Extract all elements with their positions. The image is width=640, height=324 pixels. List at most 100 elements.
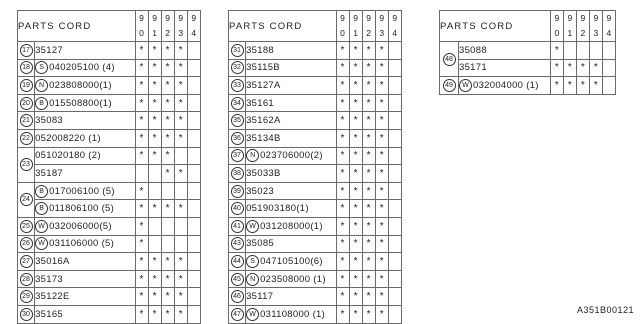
year-mark: * bbox=[348, 216, 363, 236]
part-prefix-circle: B bbox=[35, 202, 49, 216]
callout-circle: 40 bbox=[230, 202, 244, 216]
part-number-text: 023706000(2) bbox=[260, 150, 323, 162]
year-mark bbox=[387, 146, 403, 166]
callout-circle: 48 bbox=[442, 52, 456, 66]
year-mark: * bbox=[134, 304, 149, 324]
year-mark: * bbox=[374, 128, 389, 148]
part-number: 35188 bbox=[245, 41, 337, 60]
part-number: 35162A bbox=[245, 111, 337, 130]
year-mark: * bbox=[134, 76, 149, 95]
callout-number: 31 bbox=[227, 41, 247, 60]
year-mark: * bbox=[335, 41, 350, 60]
callout-number: 35 bbox=[227, 111, 247, 130]
year-mark bbox=[602, 41, 617, 60]
year-mark: * bbox=[147, 93, 162, 113]
year-mark: * bbox=[361, 269, 376, 289]
callout-number: 23 bbox=[16, 146, 36, 183]
callout-number: 25 bbox=[16, 216, 36, 236]
year-mark bbox=[186, 58, 202, 78]
year-mark bbox=[387, 181, 403, 201]
year-mark bbox=[602, 58, 617, 78]
year-mark: * bbox=[335, 128, 350, 148]
year-mark bbox=[160, 181, 175, 201]
year-mark: * bbox=[335, 164, 350, 183]
part-number-text: 011806100 (5) bbox=[49, 203, 115, 215]
year-mark bbox=[387, 128, 403, 148]
column-header-parts-cord: PARTS CORD bbox=[438, 10, 552, 42]
callout-circle: 36 bbox=[230, 131, 244, 145]
year-mark bbox=[173, 146, 188, 166]
year-mark: * bbox=[335, 199, 350, 218]
callout-number: 22 bbox=[16, 128, 36, 148]
year-mark: * bbox=[134, 111, 149, 130]
part-number-text: 35016A bbox=[35, 255, 70, 267]
callout-number: 41 bbox=[227, 216, 247, 236]
year-mark: * bbox=[576, 58, 591, 78]
part-number-text: 031208000(1) bbox=[260, 220, 323, 232]
year-mark: * bbox=[160, 199, 175, 218]
year-mark bbox=[173, 234, 188, 254]
part-number: 35115B bbox=[245, 58, 337, 78]
part-number: 35085 bbox=[245, 234, 337, 254]
part-number-text: 35173 bbox=[35, 273, 63, 285]
part-number-text: 031108000 (1) bbox=[260, 308, 326, 320]
year-mark: * bbox=[361, 128, 376, 148]
callout-number: 48 bbox=[439, 40, 459, 78]
part-number-text: 35023 bbox=[246, 185, 275, 197]
year-mark: * bbox=[134, 199, 149, 218]
year-mark: * bbox=[348, 146, 363, 166]
year-mark: * bbox=[335, 58, 350, 78]
year-mark: * bbox=[147, 146, 162, 166]
part-number-text: 023508000 (1) bbox=[260, 273, 326, 285]
year-mark: * bbox=[589, 76, 604, 95]
year-mark bbox=[147, 164, 162, 183]
callout-circle: 47 bbox=[230, 307, 244, 321]
year-mark: * bbox=[361, 234, 376, 254]
year-mark: * bbox=[173, 252, 188, 271]
year-mark: * bbox=[361, 252, 376, 271]
table-row: 35187** bbox=[18, 164, 202, 183]
year-mark: * bbox=[550, 58, 565, 78]
year-mark: * bbox=[374, 181, 389, 201]
year-mark bbox=[147, 234, 162, 254]
year-mark bbox=[134, 164, 149, 183]
callout-number: 26 bbox=[16, 234, 36, 254]
callout-number: 36 bbox=[227, 128, 247, 148]
year-mark: * bbox=[134, 234, 149, 254]
year-mark bbox=[387, 269, 403, 289]
callout-number: 29 bbox=[16, 287, 36, 306]
year-mark: * bbox=[348, 252, 363, 271]
callout-number: 21 bbox=[16, 111, 36, 130]
year-mark bbox=[387, 304, 403, 324]
year-mark: * bbox=[374, 164, 389, 183]
part-prefix-circle: N bbox=[246, 149, 260, 163]
year-mark: * bbox=[348, 199, 363, 218]
year-mark: * bbox=[361, 287, 376, 306]
year-mark: * bbox=[374, 93, 389, 113]
part-number-text: 047105100(6) bbox=[260, 255, 323, 267]
part-number-text: 35085 bbox=[246, 238, 275, 250]
part-number-text: 35115B bbox=[246, 62, 280, 74]
callout-circle: 27 bbox=[19, 254, 33, 268]
year-mark: * bbox=[147, 58, 162, 78]
